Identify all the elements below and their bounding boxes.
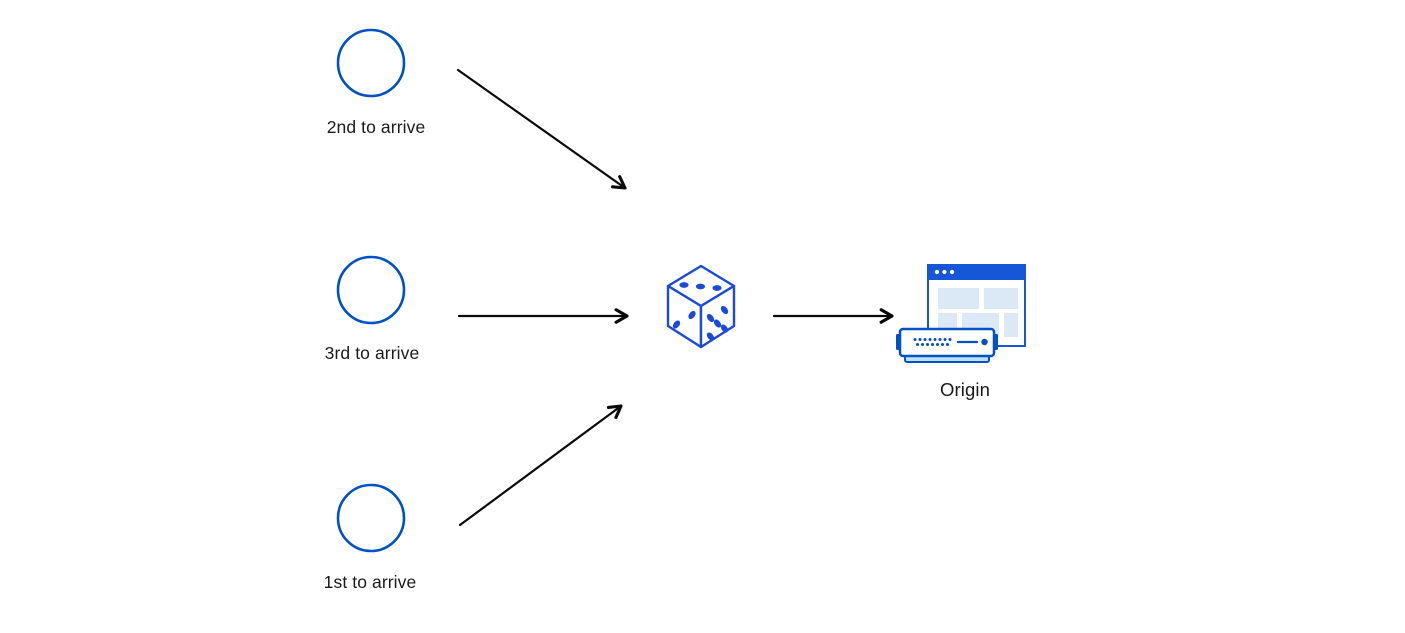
edge-first-to-randomizer — [458, 404, 623, 527]
dice-icon — [666, 264, 736, 349]
visitor-second-label: 2nd to arrive — [326, 117, 426, 137]
visitor-third-label: 3rd to arrive — [324, 343, 420, 363]
origin-server-browser-icon — [896, 264, 1026, 363]
origin-label: Origin — [940, 379, 990, 400]
male-avatar-icon — [336, 255, 406, 325]
server-vent-dots — [913, 338, 952, 346]
edge-second-to-randomizer — [456, 68, 627, 190]
arrows — [456, 68, 894, 527]
visitor-first-label: 1st to arrive — [323, 572, 417, 592]
female-avatar-icon — [336, 483, 406, 553]
male-avatar-icon — [336, 28, 406, 98]
dice-pips — [672, 282, 729, 341]
server-icon — [896, 327, 998, 363]
